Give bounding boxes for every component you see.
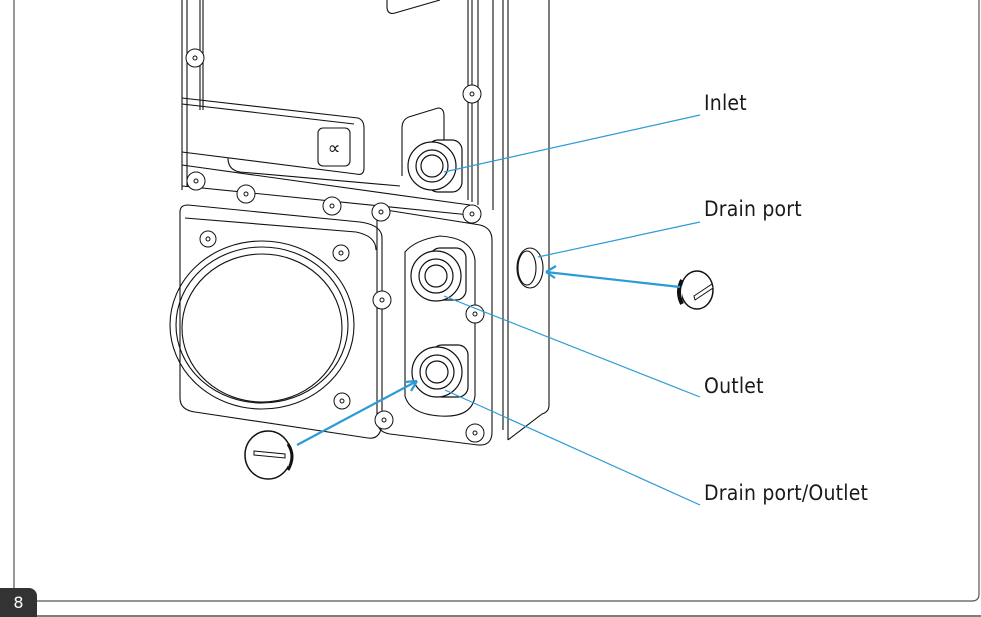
arrow-head-side-plug xyxy=(545,265,557,279)
callout-line-inlet xyxy=(443,114,701,173)
bottom-plug xyxy=(244,430,294,480)
callout-label-inlet: Inlet xyxy=(704,91,747,115)
arrow-bottom-plug xyxy=(296,380,418,446)
callout-line-drain-port xyxy=(537,221,701,258)
arrow-head-bottom-plug xyxy=(404,379,418,392)
callout-line-drain-port-outlet xyxy=(444,389,701,506)
drain-outlet-fitting xyxy=(411,344,469,398)
fittings xyxy=(407,139,469,398)
pump-drawing: ∝ xyxy=(169,0,550,446)
callout-lines xyxy=(296,114,701,506)
logo-icon: ∝ xyxy=(328,138,341,159)
callout-label-drain-port: Drain port xyxy=(704,197,802,221)
page-number: 8 xyxy=(0,588,37,617)
page-border xyxy=(13,0,980,602)
callout-line-outlet xyxy=(443,295,701,398)
callout-label-drain-port-outlet: Drain port/Outlet xyxy=(704,481,869,505)
callout-label-outlet: Outlet xyxy=(704,374,764,398)
arrow-side-plug xyxy=(545,270,681,289)
outlet-fitting xyxy=(410,247,467,302)
side-plug xyxy=(677,270,714,310)
logo-badge xyxy=(317,127,351,167)
inlet-fitting xyxy=(407,139,463,193)
